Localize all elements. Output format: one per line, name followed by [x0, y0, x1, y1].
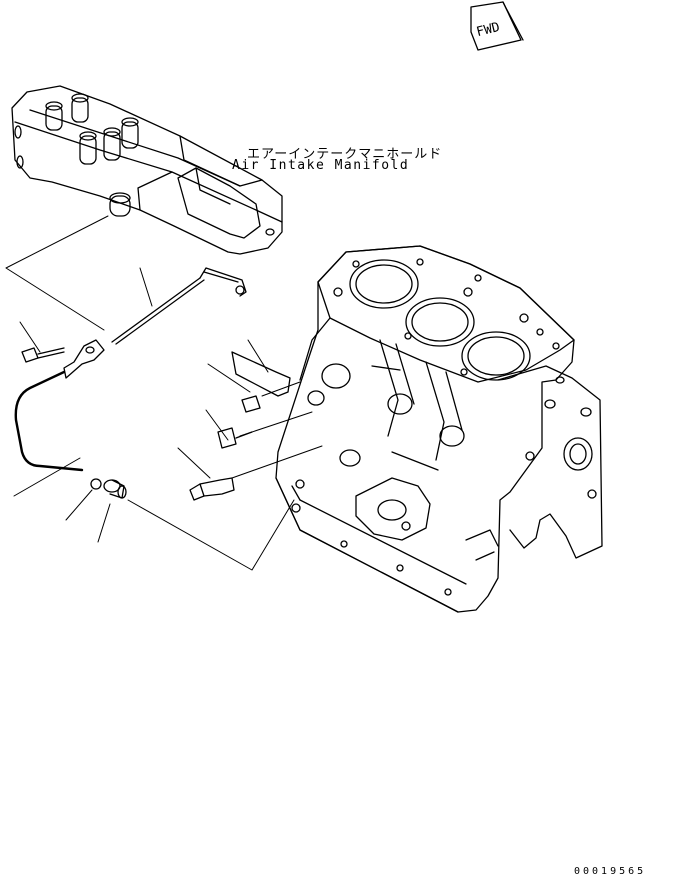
tube-adapter: [103, 479, 127, 499]
manifold-label-english: Air Intake Manifold: [232, 158, 410, 173]
manifold-label-japanese: エアーインテークマニホールド: [247, 147, 443, 162]
bracket-and-bolts: [189, 351, 291, 501]
bolt-bracket: [21, 347, 65, 363]
figure-number: 00019565: [574, 866, 647, 877]
dipstick: [111, 267, 247, 345]
fwd-direction-badge: FWD: [470, 1, 524, 51]
fwd-label: FWD: [475, 20, 502, 40]
callout-lines: [5, 215, 323, 571]
air-intake-manifold: [11, 85, 283, 255]
cylinder-block: [275, 245, 603, 613]
o-ring: [90, 478, 102, 490]
dipstick-guide-tube: [14, 339, 105, 472]
